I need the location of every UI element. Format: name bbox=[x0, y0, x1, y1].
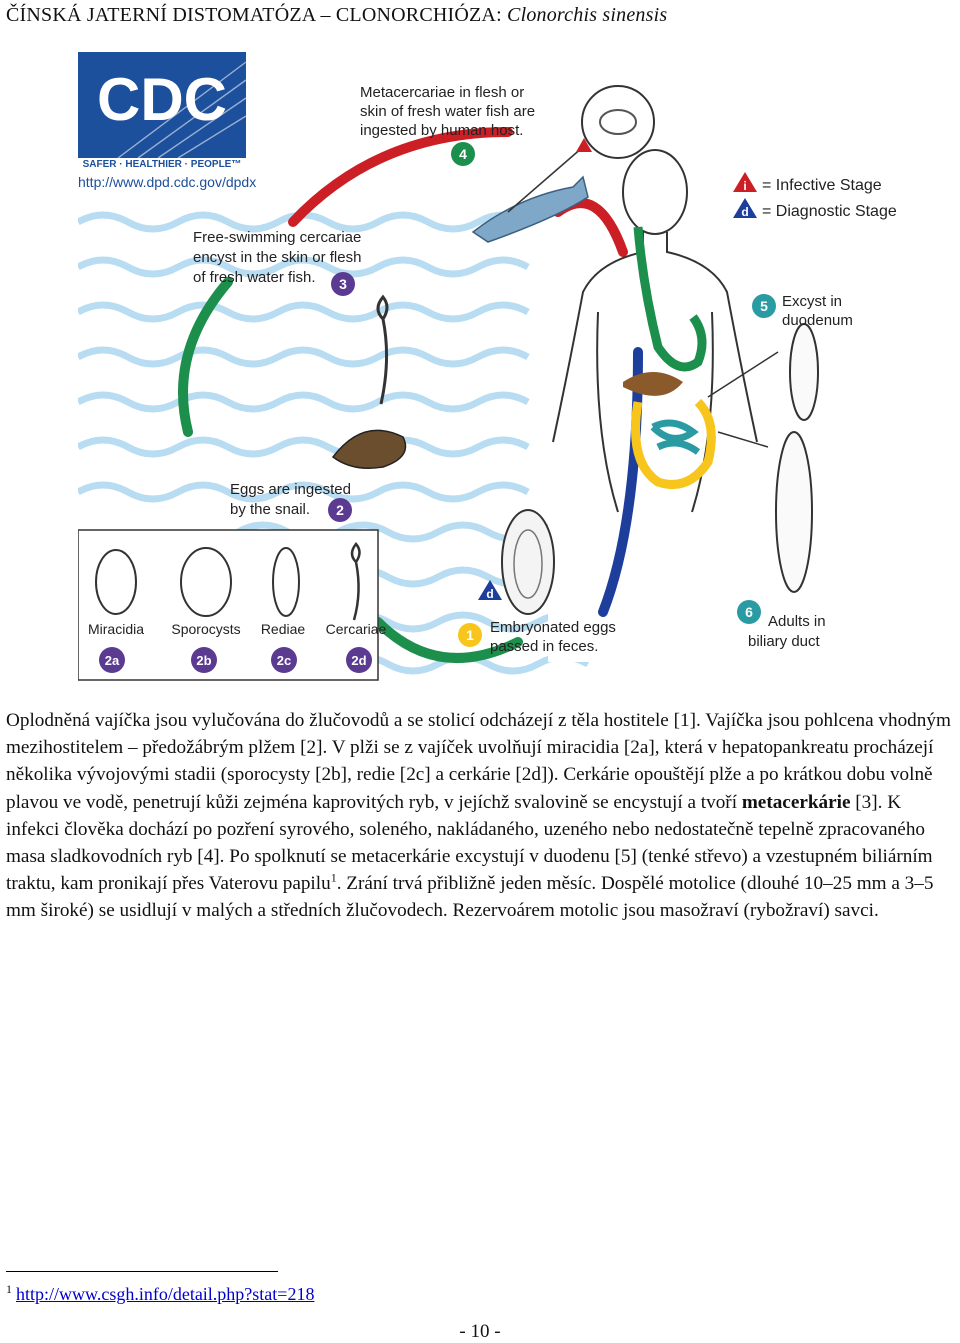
body-text-part-3: . Zrání trvá přibližně jeden měsíc. Dosp… bbox=[6, 873, 934, 922]
life-cycle-diagram: CDC SAFER · HEALTHIER · PEOPLE™ http://w… bbox=[78, 52, 958, 684]
term-metacercariae: metacerkárie bbox=[741, 791, 851, 813]
legend: i = Infective Stage d = Diagnostic Stage bbox=[733, 172, 897, 220]
body-paragraph: Oplodněná vajíčka jsou vylučována do žlu… bbox=[6, 707, 956, 925]
page-title: ČÍNSKÁ JATERNÍ DISTOMATÓZA – CLONORCHIÓZ… bbox=[6, 4, 667, 27]
svg-text:Rediae: Rediae bbox=[261, 621, 306, 637]
legend-diagnostic: = Diagnostic Stage bbox=[762, 203, 897, 220]
svg-text:d: d bbox=[486, 587, 493, 601]
snail-stages-box: Miracidia 2a Sporocysts 2b Rediae 2c Cer… bbox=[78, 529, 387, 681]
snail-stage-rediae: Rediae 2c bbox=[261, 547, 306, 673]
body-text-part-2: [3]. K infekci člověka dochází po pozřen… bbox=[6, 791, 933, 895]
svg-text:2a: 2a bbox=[105, 653, 120, 668]
cdc-tagline: SAFER · HEALTHIER · PEOPLE™ bbox=[83, 159, 242, 170]
cdc-logo: CDC SAFER · HEALTHIER · PEOPLE™ http://w… bbox=[78, 52, 256, 190]
fish-icon bbox=[471, 175, 589, 243]
cycle-arrows bbox=[178, 127, 643, 663]
snail-icon bbox=[331, 429, 407, 469]
svg-text:Miracidia: Miracidia bbox=[88, 621, 144, 637]
snail-stage-miracidia: Miracidia 2a bbox=[88, 549, 144, 673]
body-text-part-1: Oplodněná vajíčka jsou vylučována do žlu… bbox=[6, 710, 951, 813]
footnote-divider bbox=[6, 1271, 278, 1272]
legend-infective: = Infective Stage bbox=[762, 177, 882, 194]
title-main: ČÍNSKÁ JATERNÍ DISTOMATÓZA – CLONORCHIÓZ… bbox=[6, 4, 508, 26]
svg-text:2: 2 bbox=[336, 502, 344, 518]
egg-icon: d bbox=[478, 509, 555, 615]
diagnostic-stage-icon bbox=[733, 198, 757, 218]
svg-text:d: d bbox=[741, 205, 748, 219]
svg-text:6: 6 bbox=[745, 604, 753, 620]
footnote-link[interactable]: http://www.csgh.info/detail.php?stat=218 bbox=[16, 1284, 315, 1304]
svg-text:2c: 2c bbox=[277, 653, 291, 668]
digestive-tract-icon bbox=[623, 226, 779, 489]
snail-stage-sporocysts: Sporocysts 2b bbox=[171, 547, 241, 673]
footnote: 1 http://www.csgh.info/detail.php?stat=21… bbox=[6, 1282, 314, 1305]
svg-text:Sporocysts: Sporocysts bbox=[171, 621, 240, 637]
footnote-mark: 1 bbox=[6, 1282, 12, 1296]
svg-text:2d: 2d bbox=[351, 653, 366, 668]
svg-text:3: 3 bbox=[339, 276, 347, 292]
cercaria-icon bbox=[376, 294, 389, 405]
svg-text:1: 1 bbox=[466, 627, 474, 643]
svg-text:i: i bbox=[743, 179, 746, 193]
page-number: - 10 - bbox=[459, 1321, 501, 1342]
adult-fluke-icon bbox=[775, 323, 819, 593]
svg-text:5: 5 bbox=[760, 298, 768, 314]
infective-stage-icon bbox=[733, 172, 757, 192]
cdc-url: http://www.dpd.cdc.gov/dpdx bbox=[78, 174, 256, 190]
svg-text:Cercariae: Cercariae bbox=[326, 621, 387, 637]
snail-stage-cercariae: Cercariae 2d bbox=[326, 542, 387, 673]
title-latin: Clonorchis sinensis bbox=[507, 4, 668, 26]
cdc-logo-text: CDC bbox=[97, 66, 227, 133]
footnote-reference[interactable]: 1 bbox=[330, 870, 337, 885]
svg-text:4: 4 bbox=[459, 146, 467, 162]
svg-text:2b: 2b bbox=[196, 653, 211, 668]
metacercaria-callout-icon bbox=[507, 85, 655, 213]
